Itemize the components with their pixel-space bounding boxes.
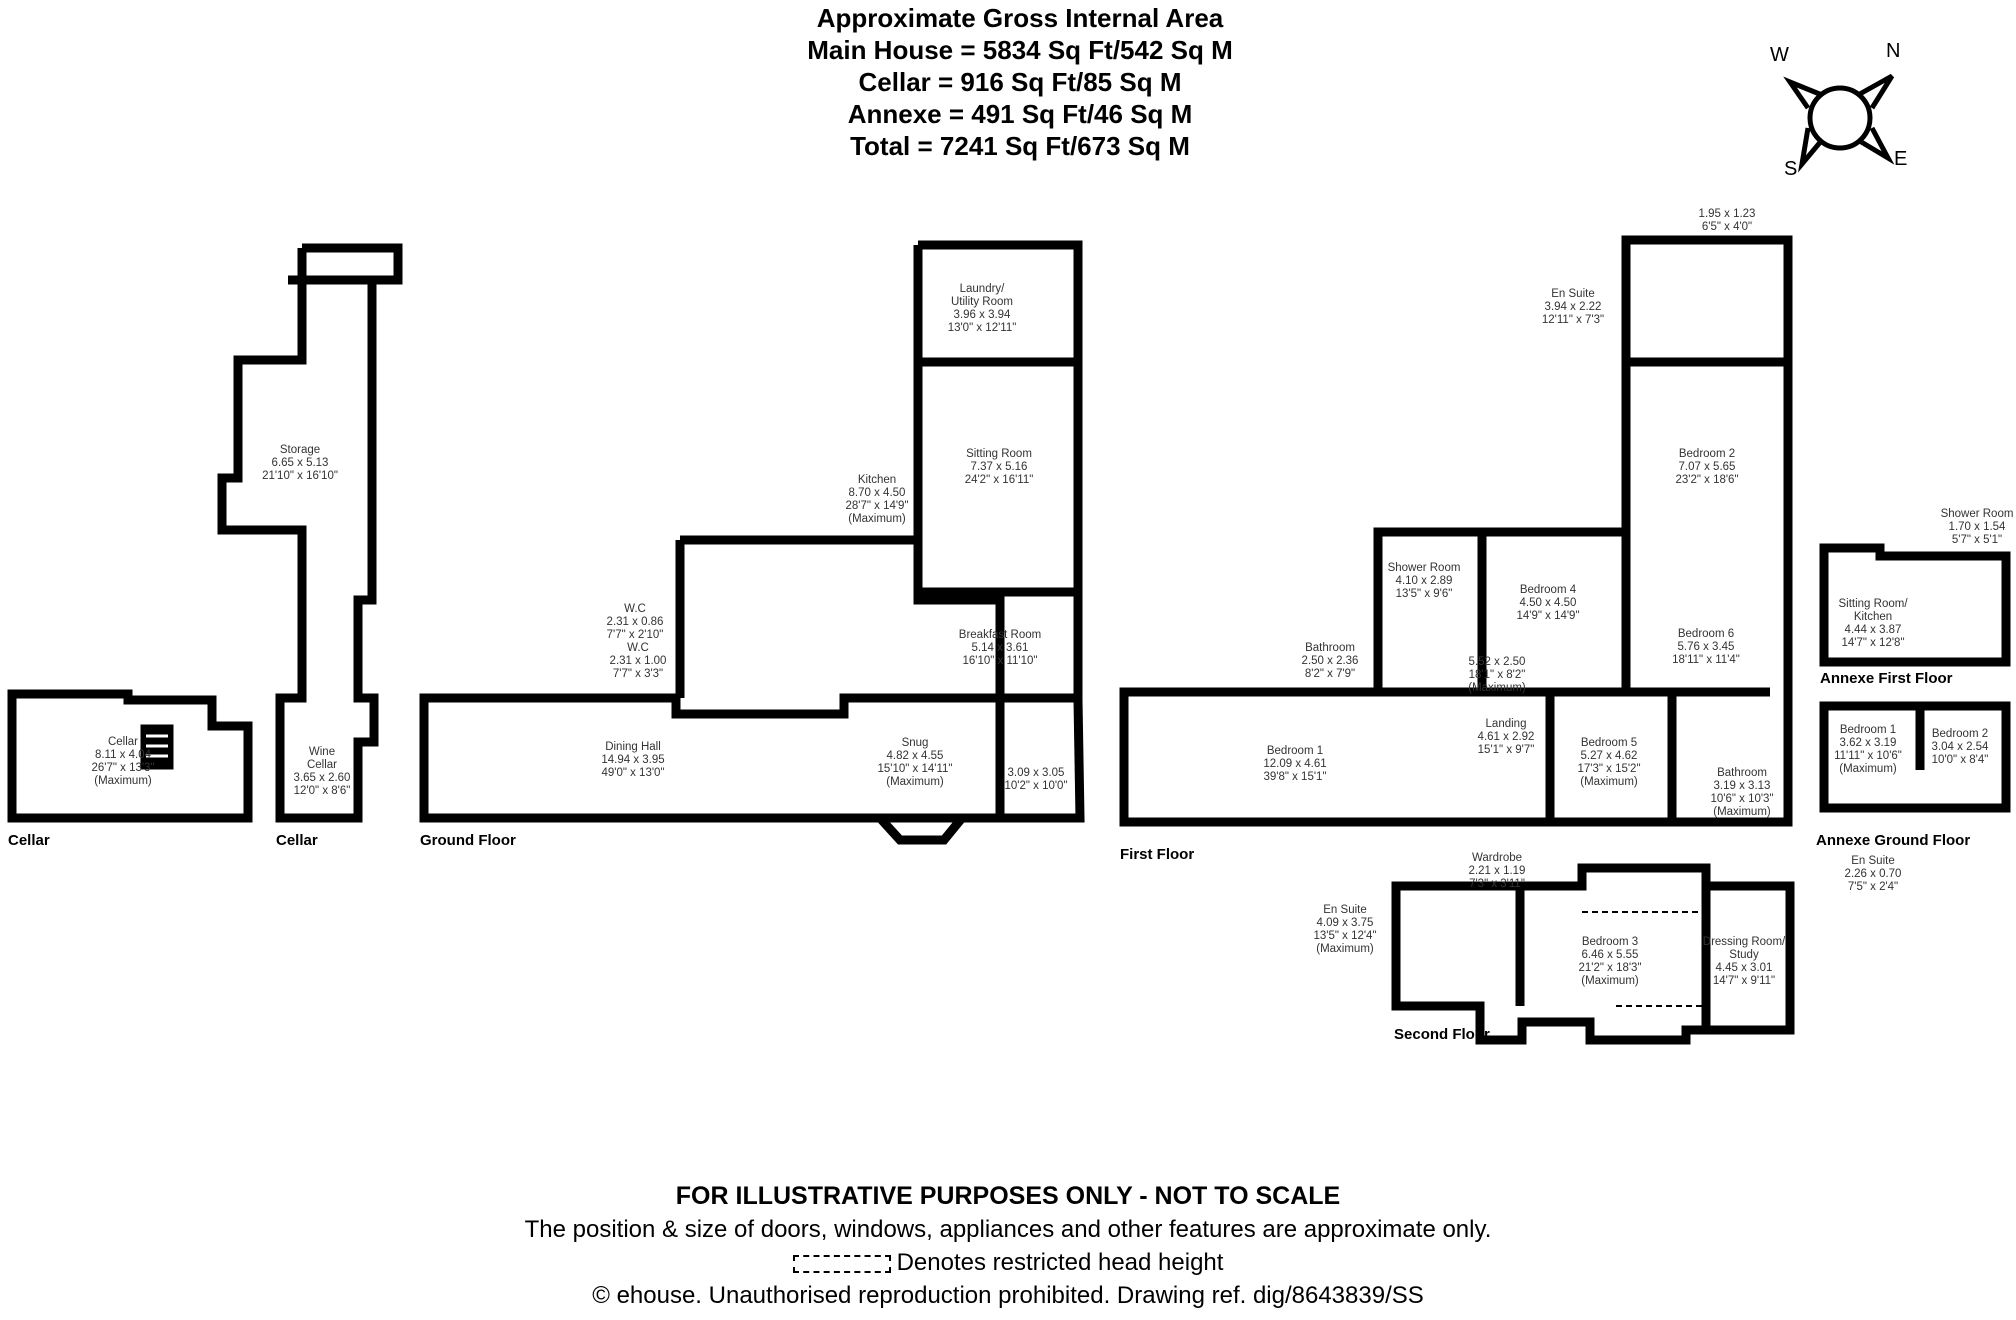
floor-label-ground: Ground Floor [420, 832, 516, 849]
footer-notes: FOR ILLUSTRATIVE PURPOSES ONLY - NOT TO … [0, 1180, 2016, 1312]
compass-east: E [1894, 148, 1908, 170]
area-title: Approximate Gross Internal Area [816, 3, 1224, 33]
annexe-ground-outline [1819, 701, 2011, 813]
approximation-note: The position & size of doors, windows, a… [524, 1216, 1492, 1243]
compass-west: W [1770, 44, 1789, 66]
compass-rose-icon [1783, 73, 1895, 173]
disclaimer: FOR ILLUSTRATIVE PURPOSES ONLY - NOT TO … [675, 1182, 1341, 1210]
second-floor-outline [1391, 863, 1795, 1045]
floor-label-annexe-first: Annexe First Floor [1820, 670, 1953, 687]
compass-south: S [1784, 158, 1798, 180]
first-floor-outline [1119, 235, 1793, 827]
area-main-house: Main House = 5834 Sq Ft/542 Sq M [807, 35, 1233, 65]
dining-hall-outline [419, 693, 1005, 823]
copyright: © ehouse. Unauthorised reproduction proh… [592, 1282, 1424, 1309]
area-annexe: Annexe = 491 Sq Ft/46 Sq M [847, 99, 1193, 129]
floor-label-cellar: Cellar [8, 832, 50, 849]
cellar-outline [7, 689, 253, 823]
floor-label-first: First Floor [1120, 846, 1195, 863]
compass-icon: W N S E [1760, 40, 1920, 180]
area-summary: Approximate Gross Internal Area Main Hou… [700, 2, 1340, 162]
legend-restricted-height: Denotes restricted head height [0, 1246, 2016, 1279]
area-cellar: Cellar = 916 Sq Ft/85 Sq M [858, 67, 1182, 97]
annexe-first-outline [1819, 543, 2011, 667]
compass-north: N [1886, 40, 1901, 62]
floor-label-cellar-2: Cellar [276, 832, 318, 849]
floor-label-annexe-ground: Annexe Ground Floor [1816, 832, 1971, 849]
area-total: Total = 7241 Sq Ft/673 Sq M [850, 131, 1190, 161]
dashed-box-icon [792, 1254, 891, 1273]
floor-label-second: Second Floor [1394, 1026, 1490, 1043]
